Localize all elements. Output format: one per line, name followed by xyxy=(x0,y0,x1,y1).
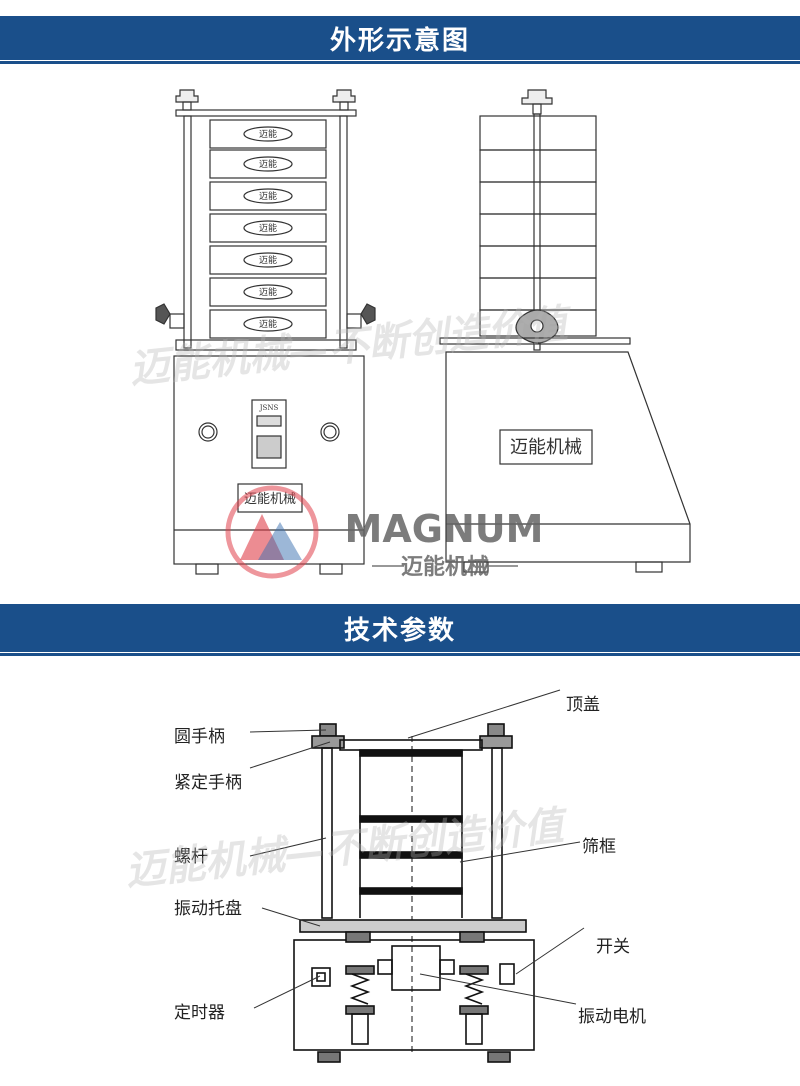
side-tray xyxy=(439,337,631,345)
leader-timer xyxy=(253,975,321,1009)
tray-label: 迈能 xyxy=(259,222,277,234)
top-cover xyxy=(175,109,357,117)
vibration-tray xyxy=(175,339,357,351)
magnum-logo-mark xyxy=(225,485,319,579)
top-cover xyxy=(339,739,483,751)
tray-label: 迈能 xyxy=(259,190,277,202)
front-left-foot xyxy=(195,563,219,575)
left-top-knob xyxy=(175,89,199,111)
timer xyxy=(311,967,331,987)
label-lock-handle: 紧定手柄 xyxy=(174,773,242,793)
spring-right xyxy=(459,965,489,1045)
appearance-drawing: 迈能 迈能 迈能 迈能 迈能 迈能 迈能 JSNS 迈能机械 迈能机械 MAGN… xyxy=(155,89,691,580)
side-left-foot xyxy=(463,561,489,573)
logo-name: MAGNUM xyxy=(345,507,544,551)
label-screw-rod: 螺杆 xyxy=(174,847,208,867)
section-title: 外形示意图 xyxy=(329,25,470,56)
label-sieve-frame: 筛框 xyxy=(582,837,616,857)
timer-controller xyxy=(251,399,287,469)
label-top-cover: 顶盖 xyxy=(566,695,600,715)
front-right-foot xyxy=(319,563,343,575)
round-handle-right xyxy=(479,723,513,749)
leader-tray xyxy=(261,907,321,927)
structure-drawing xyxy=(249,689,585,1063)
right-screw-rod xyxy=(339,115,348,349)
label-switch: 开关 xyxy=(596,937,630,957)
side-base xyxy=(445,351,691,563)
left-lock-handle xyxy=(155,303,185,329)
right-lock-handle xyxy=(346,303,376,329)
leader-lock-handle xyxy=(249,741,331,769)
structure-diagram-panel: 圆手柄 顶盖 紧定手柄 螺杆 筛框 振动托盘 开关 定时器 振动电机 迈能机械—… xyxy=(0,656,800,1086)
side-nameplate-text: 迈能机械 xyxy=(510,437,582,458)
side-right-foot xyxy=(635,561,663,573)
sieve-frame xyxy=(359,749,463,918)
right-top-knob xyxy=(332,89,356,111)
label-timer: 定时器 xyxy=(174,1003,225,1023)
tray-label: 迈能 xyxy=(259,128,277,140)
right-bolt xyxy=(320,422,340,442)
front-nameplate-text: 迈能机械 xyxy=(244,492,296,507)
section-header-specs: 技术参数 xyxy=(0,604,800,656)
vibration-motor xyxy=(391,945,441,991)
spring-left xyxy=(345,965,375,1045)
side-screw-rod xyxy=(533,113,541,351)
controller-brand: JSNS xyxy=(259,404,279,412)
side-top-knob xyxy=(521,89,553,115)
label-vibration-tray: 振动托盘 xyxy=(174,899,242,919)
logo-subtitle: 迈能机械 xyxy=(401,554,489,580)
section-header-appearance: 外形示意图 xyxy=(0,16,800,64)
screw-rod-right xyxy=(491,747,503,919)
label-vibration-motor: 振动电机 xyxy=(578,1007,646,1027)
front-base xyxy=(173,355,365,565)
left-bolt xyxy=(198,422,218,442)
tray-label: 迈能 xyxy=(259,254,277,266)
tray-label: 迈能 xyxy=(259,286,277,298)
screw-rod-left xyxy=(321,747,333,919)
label-round-handle: 圆手柄 xyxy=(174,727,225,747)
leader-top-cover xyxy=(407,689,561,739)
section-title: 技术参数 xyxy=(343,615,456,646)
leader-screw-rod xyxy=(249,837,327,857)
appearance-diagram-panel: 迈能 迈能 迈能 迈能 迈能 迈能 迈能 JSNS 迈能机械 迈能机械 MAGN… xyxy=(0,64,800,600)
leader-round-handle xyxy=(249,729,327,733)
side-nameplate xyxy=(499,429,593,465)
vibration-tray xyxy=(299,919,527,933)
tray-label: 迈能 xyxy=(259,158,277,170)
base-housing xyxy=(293,939,535,1051)
switch xyxy=(499,963,515,985)
leader-motor xyxy=(419,973,577,1005)
sieve-stack xyxy=(209,119,327,339)
tray-label: 迈能 xyxy=(259,318,277,330)
side-lock-handle xyxy=(515,309,559,344)
leader-sieve-frame xyxy=(459,841,581,863)
left-screw-rod xyxy=(183,115,192,349)
leader-switch xyxy=(515,927,585,975)
